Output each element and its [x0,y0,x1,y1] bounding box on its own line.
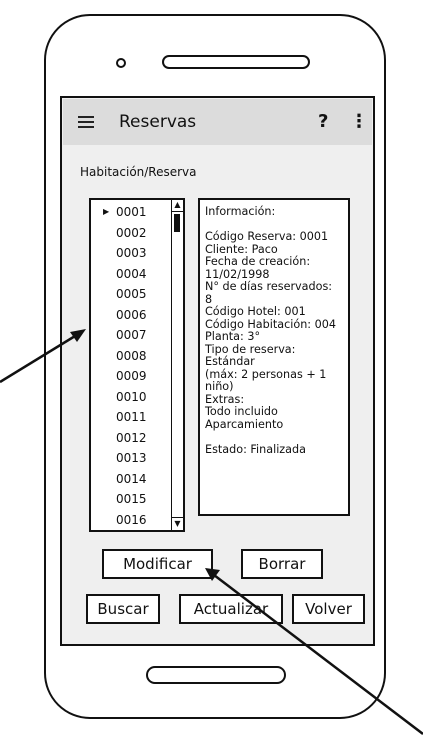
selected-caret-icon: ▶ [103,207,110,216]
info-line: niño) [205,380,234,393]
list-item[interactable]: 0004 [92,264,170,285]
back-button[interactable]: Volver [292,594,365,624]
page-title: Reservas [119,112,197,132]
info-line: Cliente: Paco [205,242,278,256]
list-item[interactable]: 0007 [92,325,170,346]
info-line: N° de días reservados: [205,280,333,293]
info-line: Aparcamiento [205,417,284,431]
annotation-arrow-modify [205,568,423,735]
list-item-label: 0016 [116,512,147,527]
list-item[interactable]: 0002 [92,223,170,244]
annotation-arrow-list [0,329,86,384]
list-item-label: 0014 [116,471,147,486]
list-item[interactable]: 0003 [92,243,170,264]
info-line: Estado: Finalizada [205,442,306,456]
section-label: Habitación/Reserva [80,165,197,179]
list-item-label: 0002 [116,225,147,240]
list-item-label: 0009 [116,369,147,383]
update-button[interactable]: Actualizar [179,594,283,624]
list-item[interactable]: 0006 [92,305,170,326]
list-item[interactable]: ▶ 0001 [92,202,170,223]
info-line: 11/02/1998 [205,267,270,281]
list-item[interactable]: 0008 [92,346,170,367]
info-line: Estándar [205,355,255,368]
info-line: Tipo de reserva: [205,342,296,356]
info-line: Planta: 3° [205,330,261,343]
app-bar [63,99,372,145]
list-item[interactable]: 0010 [92,387,170,408]
camera-icon [116,58,126,68]
list-item[interactable]: 0012 [92,428,170,449]
list-item-label: 0011 [116,410,147,424]
list-item[interactable]: 0013 [92,448,170,469]
info-line: (máx: 2 personas + 1 [205,367,327,381]
more-options-icon[interactable]: ⋮ [350,111,368,132]
info-line: Código Reserva: 0001 [205,230,329,243]
help-icon[interactable]: ? [318,111,329,132]
reservation-list-items: ▶ 0001 0002 0003 0004 0005 0006 0007 0008 0009 001… [92,202,170,530]
scroll-down-icon[interactable]: ▼ [172,517,183,530]
list-item-label: 0012 [116,430,147,445]
speaker-grille [162,55,310,69]
list-item-label: 0010 [116,389,147,404]
scroll-thumb[interactable] [174,214,180,232]
list-item-label: 0008 [116,348,147,363]
reservation-info-panel: Información: Código Reserva: 0001 Client… [198,198,350,516]
list-item[interactable]: 0009 [92,366,170,387]
info-line: 8 [205,292,213,306]
modify-button[interactable]: Modificar [102,549,213,579]
info-line: Código Habitación: 004 [205,317,336,331]
list-item[interactable]: 0016 [92,510,170,531]
list-item-label: 0013 [116,451,147,465]
reservation-list[interactable] [89,198,185,532]
list-item[interactable]: 0015 [92,489,170,510]
list-item[interactable]: 0005 [92,284,170,305]
list-item-label: 0003 [116,246,147,260]
info-line: Todo incluido [205,405,278,418]
info-line: Información: [205,205,276,218]
list-item-label: 0007 [116,328,147,342]
list-item-label: 0004 [116,266,147,281]
info-line: Extras: [205,392,245,406]
hamburger-menu-icon[interactable] [78,116,94,128]
list-item-label: 0015 [116,492,147,506]
info-line: Código Hotel: 001 [205,305,306,318]
list-item-label: 0006 [116,307,147,322]
list-scrollbar[interactable] [171,199,184,530]
list-item-label: 0001 [116,205,147,219]
search-button[interactable]: Buscar [86,594,160,624]
home-button[interactable] [146,666,286,684]
list-item-label: 0005 [116,287,147,301]
scroll-up-icon[interactable]: ▲ [172,199,183,212]
list-item[interactable]: 0014 [92,469,170,490]
delete-button[interactable]: Borrar [241,549,323,579]
list-item[interactable]: 0011 [92,407,170,428]
info-line: Fecha de creación: [205,255,311,268]
